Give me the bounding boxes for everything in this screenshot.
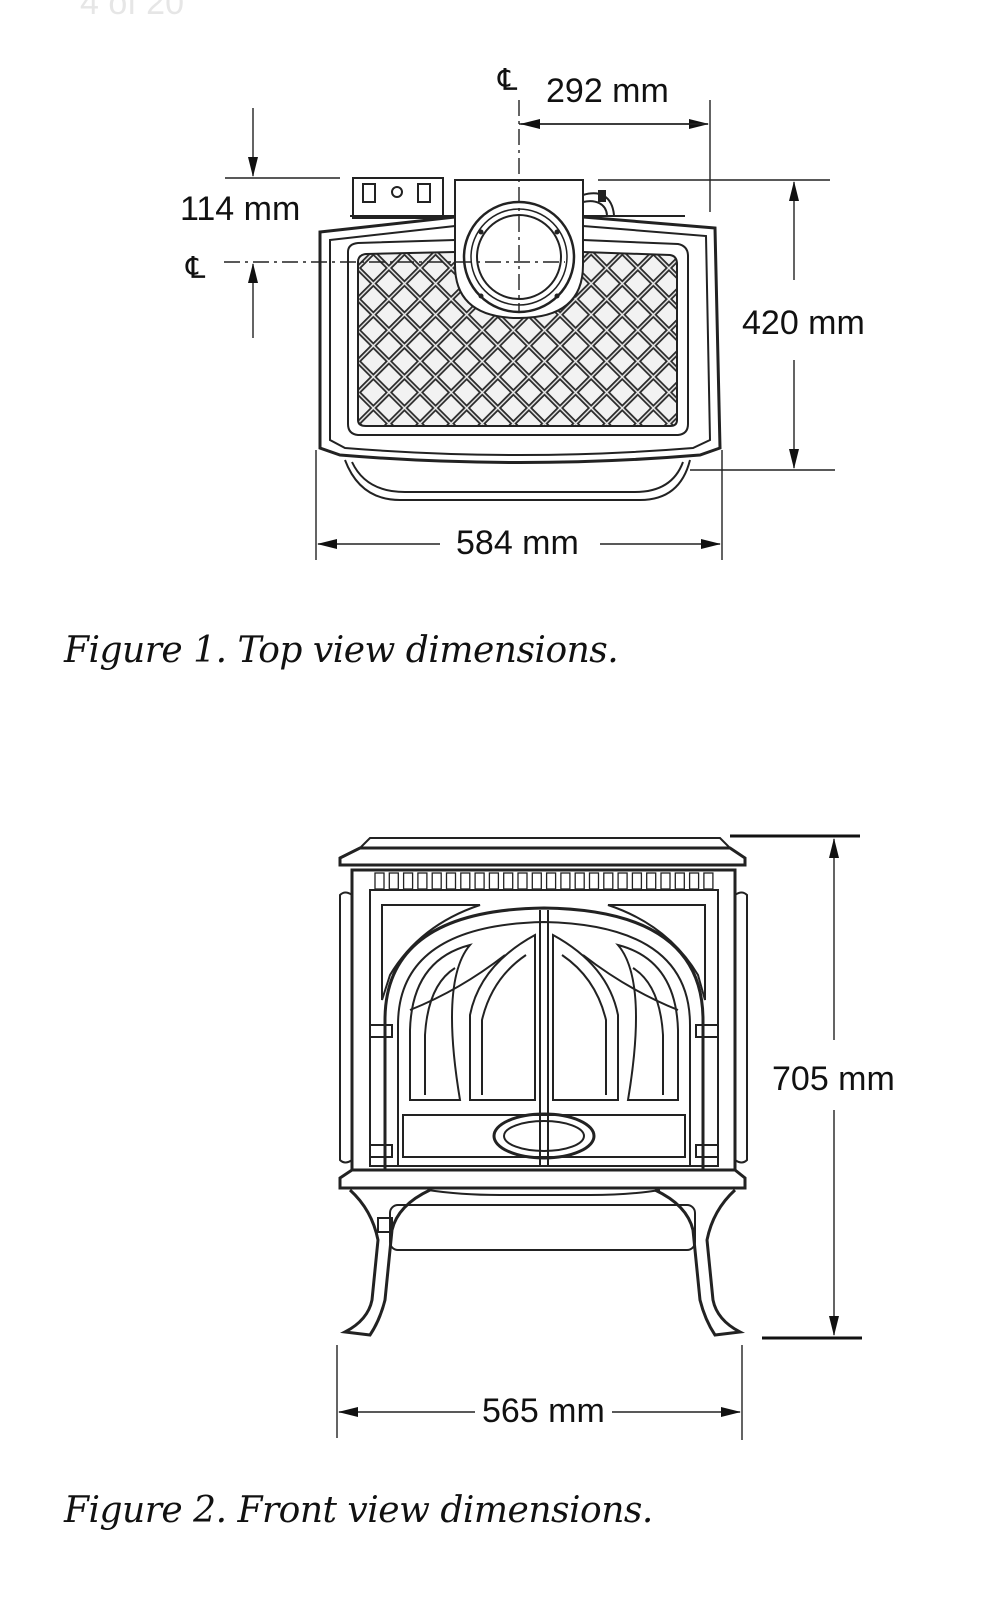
- vent-slot: [631, 872, 643, 890]
- stove-base: [338, 1168, 747, 1337]
- stove-top-plate: [338, 837, 747, 871]
- vent-slot: [703, 872, 714, 890]
- dim-292: 292 mm: [546, 72, 669, 110]
- dim-114: 114 mm: [180, 190, 300, 228]
- vent-slot: [488, 872, 500, 890]
- dimension-depth: 420 mm: [598, 179, 865, 471]
- figure-1-caption: Figure 1. Top view dimensions.: [64, 630, 619, 671]
- dimension-width-top: 584 mm: [315, 450, 723, 562]
- vent-slot: [588, 872, 600, 890]
- dim-420: 420 mm: [742, 304, 865, 342]
- vent-slot: [545, 872, 557, 890]
- page-header: 4 of 20: [80, 0, 184, 22]
- figure-2-front-view: 705 mm 565 mm: [336, 834, 895, 1440]
- dimension-flue-offset: 292 mm: [519, 72, 711, 212]
- back-bracket: [350, 177, 685, 219]
- figure-1-top-view: ℄ ℄ 292 mm 114 mm 420: [180, 63, 865, 562]
- dimension-width-front: 565 mm: [336, 1345, 743, 1440]
- vent-slot: [603, 872, 614, 890]
- vent-slot: [388, 872, 399, 890]
- vent-slot: [688, 872, 700, 890]
- vent-slot: [646, 872, 657, 890]
- stove-top-outline: [318, 215, 722, 501]
- vent-slot: [503, 872, 514, 890]
- centerline-symbol-left: ℄: [185, 251, 206, 286]
- vent-slot: [574, 872, 585, 890]
- vent-slot: [374, 872, 385, 890]
- vent-slot: [617, 872, 628, 890]
- vent-slot: [660, 872, 671, 890]
- dimension-flue-setback: 114 mm: [180, 108, 340, 338]
- vent-slot: [445, 872, 457, 890]
- dim-705: 705 mm: [772, 1060, 895, 1098]
- vent-slot: [674, 872, 685, 890]
- vent-slots: [374, 872, 714, 890]
- vent-slot: [460, 872, 471, 890]
- vent-slot: [474, 872, 485, 890]
- dim-565: 565 mm: [482, 1392, 605, 1430]
- stove-body: [339, 868, 748, 1172]
- vent-slot: [531, 872, 542, 890]
- vent-slot: [431, 872, 442, 890]
- vent-slot: [560, 872, 571, 890]
- dim-584: 584 mm: [456, 524, 579, 562]
- vent-slot: [402, 872, 414, 890]
- figure-2-caption: Figure 2. Front view dimensions.: [64, 1490, 653, 1531]
- centerline-symbol-top: ℄: [497, 63, 518, 98]
- vent-slot: [417, 872, 428, 890]
- dimension-height: 705 mm: [730, 834, 895, 1340]
- vent-slot: [517, 872, 528, 890]
